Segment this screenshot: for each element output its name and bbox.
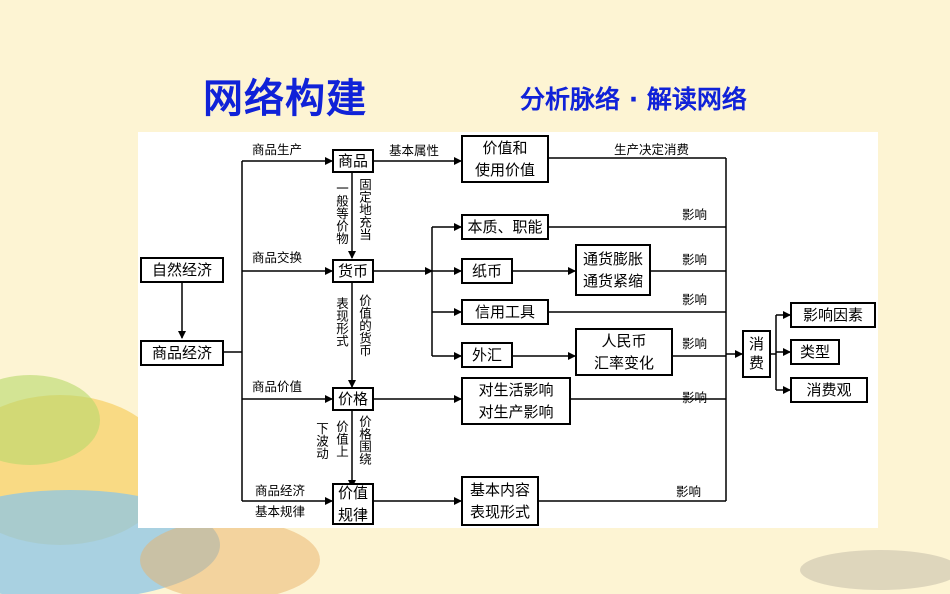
box-shangpin-jingji: 商品经济 [140,340,224,366]
box-dui-shenghuo: 对生活影响 对生产影响 [461,377,571,425]
label-jiben-shuxing: 基本属性 [389,143,440,158]
concept-map-panel: 自然经济 商品经济 商品 货币 价格 价值 规律 价值和 使用价值 本质、职能 … [138,132,878,528]
box-shangpin: 商品 [332,149,374,173]
box-jiben-neirong: 基本内容 表现形式 [461,476,539,526]
label-yingxiang-jiage: 影响 [682,390,708,405]
label-yingxiang-tonghuo: 影响 [682,252,708,267]
connector-lines [178,157,791,505]
label-shangpin-shengchan: 商品生产 [252,142,303,157]
label-jiazhi-de-huobi: 价值的货币 [357,294,372,357]
box-leixing: 类型 [790,339,840,365]
label-shangpin-jiaohuan: 商品交换 [252,250,303,265]
box-zhibi: 纸币 [461,258,513,284]
label-biaoxian-xingshi: 表现形式 [334,297,349,347]
page-subtitle: 分析脉络 · 解读网络 [520,85,747,114]
label-xia-bodong: 下波动 [314,422,329,460]
label-yingxiang-guilv: 影响 [676,484,702,499]
box-jiazhi-guilv: 价值 规律 [332,483,374,525]
label-shengchan-jueding-xiaofei: 生产决定消费 [614,142,690,157]
label-guding-dichongdang: 固定地充当 [357,178,372,241]
box-xiaofei: 消 费 [742,330,771,378]
page-title: 网络构建 [203,76,367,122]
label-yingxiang-benzhi: 影响 [682,207,708,222]
box-renminbi: 人民币 汇率变化 [575,328,673,376]
label-jiazhi-shang: 价值上 [334,420,349,458]
box-huobi: 货币 [332,259,374,283]
label-yingxiang-renminbi: 影响 [682,336,708,351]
label-jiben-guilv: 基本规律 [255,504,306,519]
box-jiage: 价格 [332,387,374,411]
box-benzhi-zhineng: 本质、职能 [461,214,549,240]
box-waihui: 外汇 [461,342,513,368]
box-xinyong-gongju: 信用工具 [461,299,549,325]
box-tonghuo: 通货膨胀 通货紧缩 [575,244,651,296]
box-jiazhi-shiyong: 价值和 使用价值 [461,135,549,183]
box-yingxiang-yinsu: 影响因素 [790,302,876,328]
box-xiaofeiguan: 消费观 [790,377,868,403]
label-jiage-weirao: 价格围绕 [357,415,372,465]
label-yiban-dengjiawu: 一般等价物 [334,182,349,245]
label-yingxiang-xinyong: 影响 [682,292,708,307]
label-shangpin-jingji: 商品经济 [255,483,306,498]
label-shangpin-jiazhi: 商品价值 [252,379,303,394]
box-ziran-jingji: 自然经济 [140,257,224,283]
